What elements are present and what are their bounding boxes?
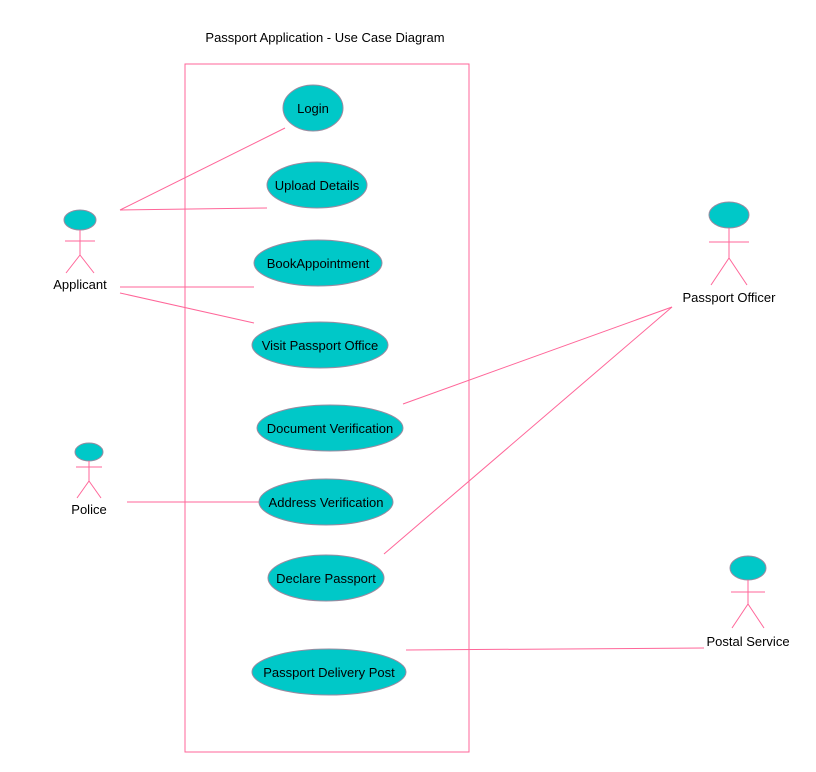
use-case-login[interactable]: Login [282, 84, 344, 132]
use-case-upload-details[interactable]: Upload Details [266, 161, 368, 209]
use-case-document-verification[interactable]: Document Verification [256, 404, 404, 452]
use-case-label: BookAppointment [267, 256, 370, 271]
actor-label: Applicant [53, 277, 107, 292]
use-case-visit-passport-office[interactable]: Visit Passport Office [251, 321, 389, 369]
use-case-ellipse [256, 404, 404, 452]
use-case-ellipse [267, 554, 385, 602]
use-case-ellipse [282, 84, 344, 132]
actor-label: Passport Officer [683, 290, 777, 305]
use-case-ellipse [258, 478, 394, 526]
use-case-address-verification[interactable]: Address Verification [258, 478, 394, 526]
use-case-label: Upload Details [275, 178, 360, 193]
use-case-declare-passport[interactable]: Declare Passport [267, 554, 385, 602]
system-boundary [184, 63, 470, 753]
stick-figure-icon [729, 555, 767, 629]
association-officer-document-verification [402, 306, 673, 405]
use-case-ellipse [253, 239, 383, 287]
diagram-title: Passport Application - Use Case Diagram [205, 30, 444, 45]
association-postal-delivery [405, 647, 705, 651]
use-case-ellipse [251, 321, 389, 369]
actor-applicant[interactable]: Applicant [53, 209, 107, 292]
use-case-label: Address Verification [269, 495, 384, 510]
association-officer-declare-passport [383, 306, 673, 555]
stick-figure-icon [708, 201, 750, 286]
use-case-label: Declare Passport [276, 571, 376, 586]
use-case-book-appointment[interactable]: BookAppointment [253, 239, 383, 287]
association-applicant-upload-details [119, 207, 268, 211]
use-case-label: Document Verification [267, 421, 393, 436]
actor-label: Postal Service [706, 634, 789, 649]
use-case-ellipse [266, 161, 368, 209]
use-case-label: Login [297, 101, 329, 116]
associations [119, 127, 705, 651]
actor-police[interactable]: Police [71, 442, 107, 517]
actor-passport-officer[interactable]: Passport Officer [683, 201, 777, 305]
stick-figure-icon [74, 442, 104, 499]
use-case-label: Passport Delivery Post [263, 665, 395, 680]
stick-figure-icon [63, 209, 97, 274]
actor-label: Police [71, 502, 106, 517]
actor-postal-service[interactable]: Postal Service [706, 555, 790, 649]
use-case-label: Visit Passport Office [262, 338, 379, 353]
association-applicant-visit-passport-office [119, 292, 255, 324]
use-case-ellipse [251, 648, 407, 696]
association-applicant-login [119, 127, 286, 211]
use-case-passport-delivery-post[interactable]: Passport Delivery Post [251, 648, 407, 696]
